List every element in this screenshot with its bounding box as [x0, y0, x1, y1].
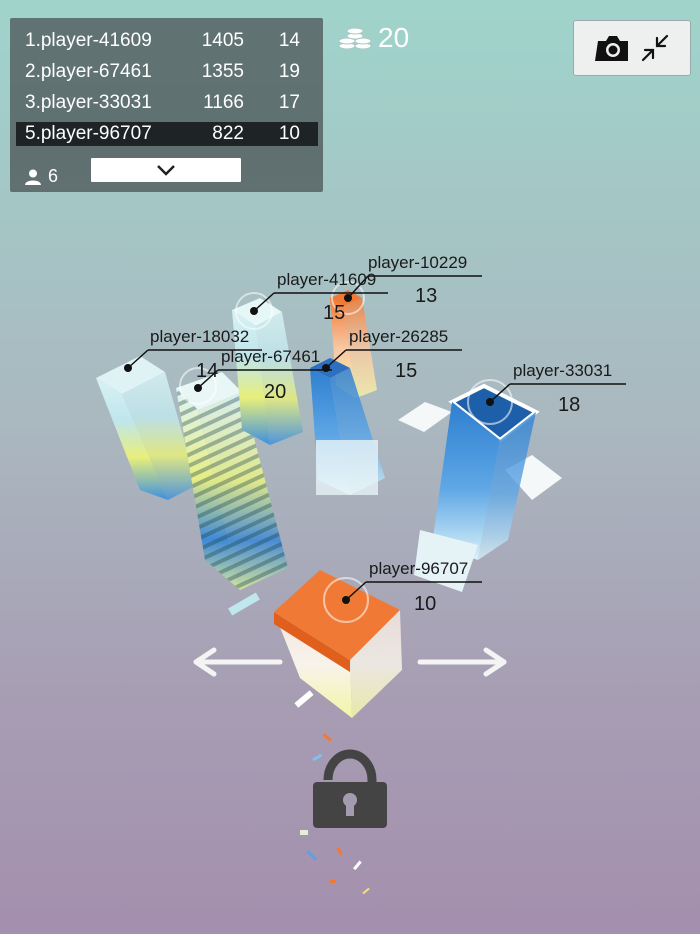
- leaderboard-score: 1405: [201, 30, 244, 51]
- tag-value: 15: [323, 302, 345, 324]
- leaderboard-name: 1.player-41609: [25, 30, 152, 51]
- tag-name: player-33031: [513, 361, 612, 380]
- tag-name: player-96707: [369, 559, 468, 578]
- target-markers: [179, 281, 513, 623]
- leaderboard-height: 19: [278, 61, 300, 82]
- leaderboard-name: 2.player-67461: [25, 61, 152, 82]
- coin-counter: 20: [338, 22, 409, 54]
- tower-player-18032: [96, 356, 197, 500]
- tag-player-33031: player-33031 18: [486, 361, 626, 416]
- tag-value: 10: [414, 593, 436, 615]
- leaderboard-row: 1.player-41609 1405 14: [16, 29, 318, 53]
- tag-name: player-10229: [368, 253, 467, 272]
- leaderboard-row: 3.player-33031 1166 17: [16, 91, 318, 115]
- leaderboard-height: 10: [278, 123, 300, 144]
- tag-player-67461: player-67461 20: [194, 347, 332, 403]
- lock-icon[interactable]: [313, 749, 387, 828]
- leaderboard-height: 14: [278, 30, 300, 51]
- tag-value: 20: [264, 381, 286, 403]
- leaderboard-name: 3.player-33031: [25, 92, 152, 113]
- tag-name: player-67461: [221, 347, 320, 366]
- tag-player-96707: player-96707 10: [342, 559, 482, 615]
- leaderboard-height: 17: [278, 92, 300, 113]
- leaderboard-score: 1166: [203, 92, 244, 113]
- tag-value: 15: [395, 360, 417, 382]
- leaderboard-row-current-player: 5.player-96707 822 10: [16, 122, 318, 146]
- camera-icon: [595, 36, 628, 61]
- tag-value: 18: [558, 394, 580, 416]
- leaderboard-panel: 1.player-41609 1405 14 2.player-67461 13…: [10, 18, 323, 192]
- collapse-icon: [641, 34, 669, 62]
- player-tower[interactable]: [228, 570, 402, 718]
- expand-leaderboard-button[interactable]: [91, 158, 241, 182]
- tag-player-41609: player-41609 15: [250, 270, 388, 324]
- coin-count: 20: [378, 22, 410, 53]
- tag-player-10229: player-10229 13: [344, 253, 482, 307]
- leaderboard-score: 822: [212, 123, 244, 144]
- arrow-right-icon[interactable]: [417, 647, 507, 677]
- player-count: 6: [24, 166, 58, 187]
- person-icon: [25, 169, 41, 185]
- camera-view-button[interactable]: [573, 20, 691, 76]
- arrow-left-icon[interactable]: [193, 647, 283, 677]
- tower-player-41609: [232, 298, 303, 445]
- debris-particles: [300, 733, 370, 895]
- tag-name: player-41609: [277, 270, 376, 289]
- coin-stack-icon: [338, 27, 372, 50]
- tag-name: player-26285: [349, 327, 448, 346]
- tag-name: player-18032: [150, 327, 249, 346]
- tower-player-26285: [310, 358, 385, 495]
- tag-player-18032: player-18032 14: [124, 327, 262, 382]
- leaderboard-row: 2.player-67461 1355 19: [16, 60, 318, 84]
- tag-player-26285: player-26285 15: [322, 327, 462, 382]
- chevron-down-icon: [157, 165, 175, 176]
- tag-value: 13: [415, 285, 437, 307]
- tower-player-33031: [398, 383, 562, 592]
- leaderboard-name: 5.player-96707: [25, 123, 152, 144]
- tag-value: 14: [196, 360, 218, 382]
- tower-player-67461: [176, 372, 288, 590]
- player-count-value: 6: [48, 166, 59, 186]
- leaderboard-score: 1355: [201, 61, 244, 82]
